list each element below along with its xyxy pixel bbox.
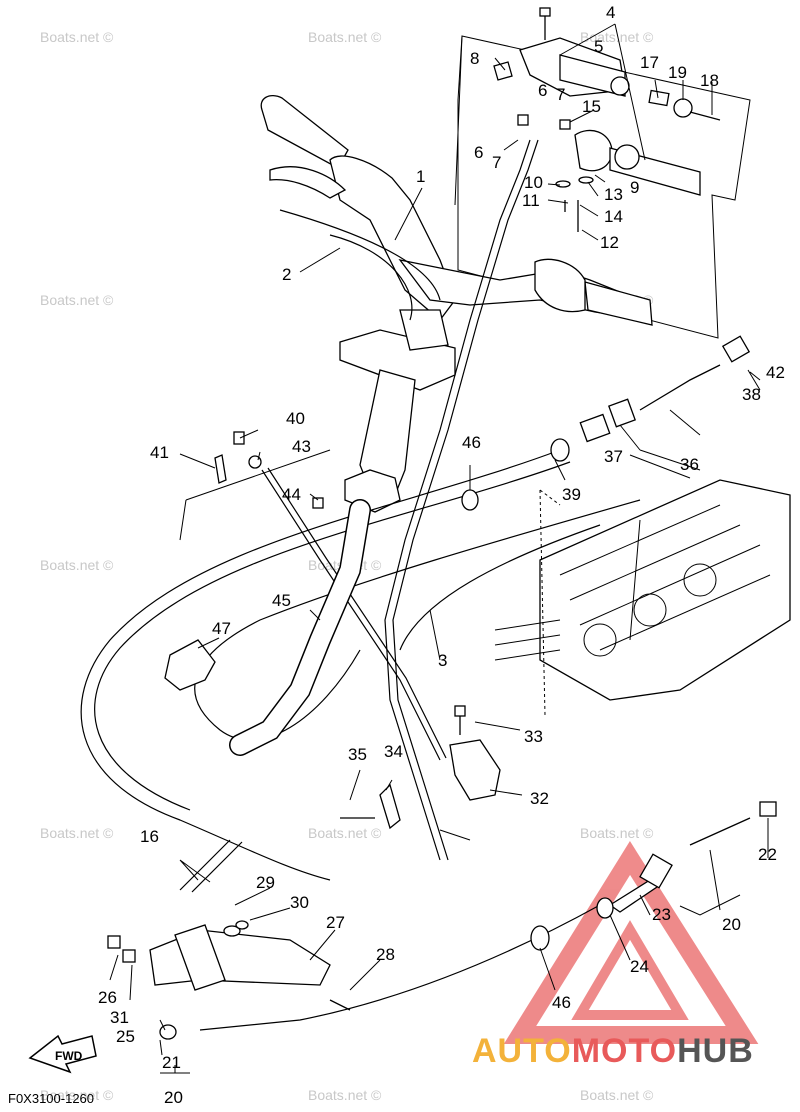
callout-41: 41 [150, 443, 169, 462]
callout-18: 18 [700, 71, 719, 90]
watermark: Boats.net © [308, 29, 382, 45]
callout-25: 25 [116, 1027, 135, 1046]
leader-lines [109, 23, 769, 1056]
callout-32: 32 [530, 789, 549, 808]
callout-24: 24 [630, 957, 649, 976]
callout-33: 33 [524, 727, 543, 746]
callout-19: 19 [668, 63, 687, 82]
engine-ref-line [539, 489, 561, 716]
callout-42: 42 [766, 363, 785, 382]
callout-8: 8 [470, 49, 479, 68]
callout-3: 3 [438, 651, 447, 670]
wrapped-harness [229, 499, 371, 756]
watermark: Boats.net © [580, 1087, 654, 1103]
watermark: Boats.net © [580, 825, 654, 841]
watermark: Boats.net © [40, 825, 114, 841]
callout-43: 43 [292, 437, 311, 456]
callout-27: 27 [326, 913, 345, 932]
brand-part-auto: AUTO [472, 1032, 572, 1070]
callout-labels: 1234566778910111213141516171819202021222… [98, 3, 785, 1107]
callout-11: 11 [522, 191, 540, 210]
callout-7a: 7 [556, 85, 565, 104]
svg-text:AUTOMOTOHUB: AUTOMOTOHUB [472, 1032, 754, 1070]
small-parts [107, 335, 777, 1040]
callout-39: 39 [562, 485, 581, 504]
callout-40: 40 [286, 409, 305, 428]
callout-14: 14 [604, 207, 623, 226]
callout-22: 22 [758, 845, 777, 864]
callout-12: 12 [600, 233, 619, 252]
steering-column [339, 309, 456, 513]
callout-21: 21 [162, 1053, 181, 1072]
figure-code: F0X3100-1260 [8, 1091, 94, 1106]
callout-6b: 6 [474, 143, 483, 162]
callout-9: 9 [630, 178, 639, 197]
callout-45: 45 [272, 591, 291, 610]
callout-4: 4 [606, 3, 615, 22]
watermark: Boats.net © [40, 29, 114, 45]
callout-6a: 6 [538, 81, 547, 100]
automotohub-logo [503, 841, 759, 1044]
watermark: Boats.net © [308, 1087, 382, 1103]
callout-31: 31 [110, 1008, 129, 1027]
callout-37: 37 [604, 447, 623, 466]
callout-30: 30 [290, 893, 309, 912]
callout-15: 15 [582, 97, 601, 116]
callout-47: 47 [212, 619, 231, 638]
callout-35: 35 [348, 745, 367, 764]
callout-2: 2 [282, 265, 291, 284]
callout-29: 29 [256, 873, 275, 892]
callout-5: 5 [594, 37, 603, 56]
callout-20a: 20 [722, 915, 741, 934]
handlebar [260, 95, 653, 326]
callout-36: 36 [680, 455, 699, 474]
callout-13: 13 [604, 185, 623, 204]
callout-28: 28 [376, 945, 395, 964]
callout-17: 17 [640, 53, 659, 72]
brand-part-hub: HUB [677, 1032, 754, 1070]
callout-23: 23 [652, 905, 671, 924]
cables [80, 139, 641, 1031]
group-20-bracket [160, 1065, 190, 1074]
brand-wordmark: AUTOMOTOHUB [472, 1032, 754, 1070]
engine-block [494, 479, 791, 701]
callout-10: 10 [524, 173, 543, 192]
fwd-label: FWD [55, 1049, 83, 1063]
callout-7b: 7 [492, 153, 501, 172]
watermark: Boats.net © [40, 292, 114, 308]
group-brackets [629, 454, 741, 916]
watermark: Boats.net © [40, 557, 114, 573]
brand-part-moto: MOTO [572, 1032, 677, 1070]
frame-edge [454, 35, 463, 206]
callout-46b: 46 [552, 993, 571, 1012]
callout-16: 16 [140, 827, 159, 846]
throttle-assembly [493, 7, 721, 232]
callout-20b: 20 [164, 1088, 183, 1107]
wrapped-harness-fill [230, 500, 370, 755]
callout-38: 38 [742, 385, 761, 404]
callout-26: 26 [98, 988, 117, 1007]
watermark: Boats.net © [308, 825, 382, 841]
callout-46a: 46 [462, 433, 481, 452]
callout-34: 34 [384, 742, 403, 761]
callout-1: 1 [416, 167, 425, 186]
watermark: Boats.net © [40, 1087, 114, 1103]
fwd-arrow-icon: FWD [28, 1034, 97, 1074]
callout-44: 44 [282, 485, 301, 504]
